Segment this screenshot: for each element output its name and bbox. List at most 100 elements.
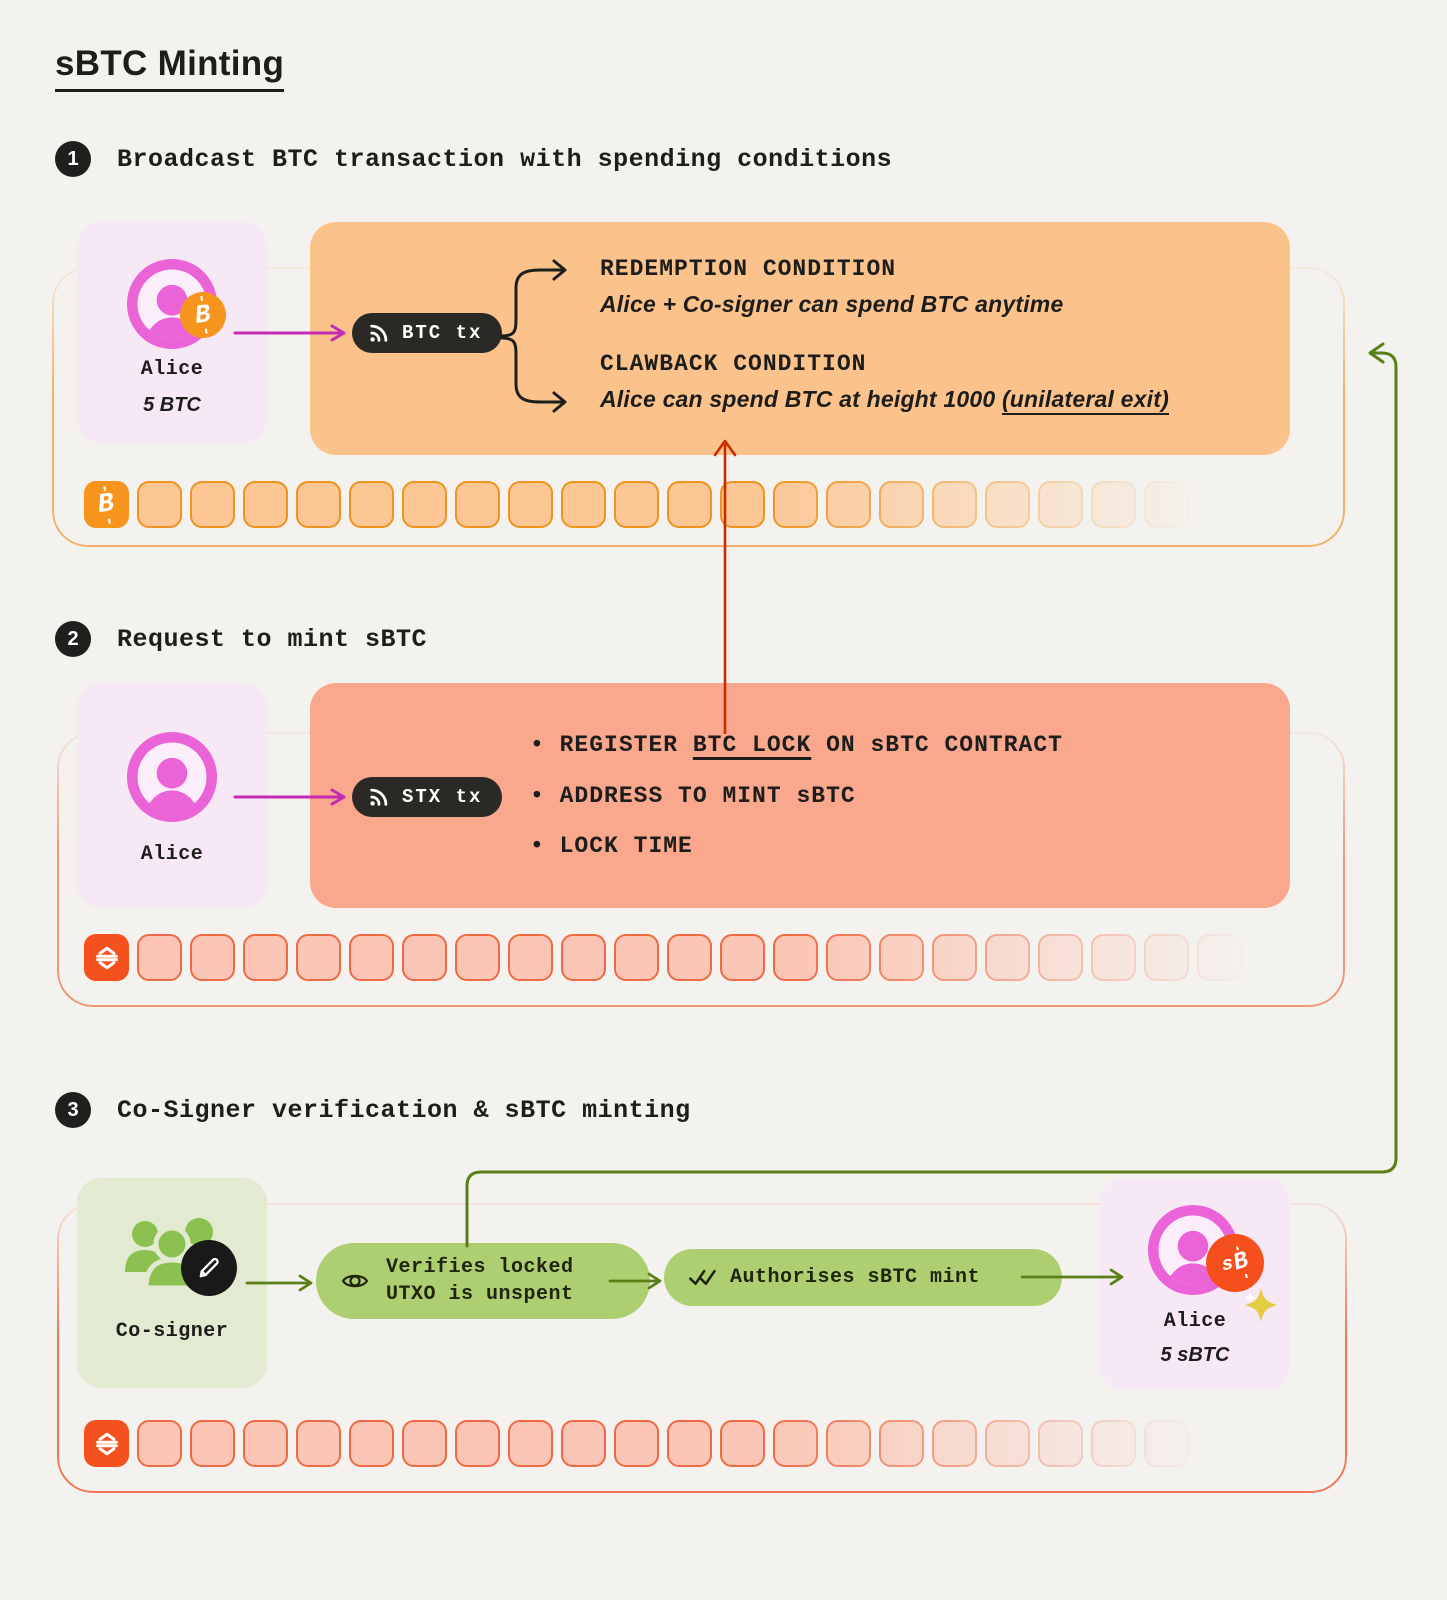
chain-block — [190, 934, 235, 981]
chain-block — [243, 934, 288, 981]
chain-block — [508, 934, 553, 981]
step3-heading: 3 Co-Signer verification & sBTC minting — [55, 1092, 691, 1128]
chain-block — [349, 481, 394, 528]
chain-block — [1197, 1420, 1242, 1467]
chain-block — [1197, 481, 1242, 528]
page-title: sBTC Minting — [55, 44, 285, 92]
verify-pill-label: Verifies locked UTXO is unspent — [386, 1254, 574, 1308]
chain-block — [614, 1420, 659, 1467]
chain-block — [826, 481, 871, 528]
alice-card-step1: B Alice 5 BTC — [77, 222, 267, 443]
chain-block — [508, 1420, 553, 1467]
chain-block — [1197, 934, 1242, 981]
chain-block — [455, 1420, 500, 1467]
chain-block — [879, 481, 924, 528]
clawback-condition-title: CLAWBACK CONDITION — [600, 351, 867, 377]
tx-pill-label: STX tx — [402, 786, 483, 808]
authorise-mint-pill: Authorises sBTC mint — [664, 1249, 1062, 1306]
chain-block — [773, 481, 818, 528]
chain-block — [402, 1420, 447, 1467]
btc-chain-row: B — [84, 481, 1295, 528]
bullet-text: ADDRESS TO MINT sBTC — [559, 783, 856, 809]
bullet-address-to-mint: • ADDRESS TO MINT sBTC — [530, 783, 856, 809]
clawback-desc-emphasis: (unilateral exit) — [1001, 386, 1169, 415]
chain-block — [614, 934, 659, 981]
clawback-condition-desc: Alice can spend BTC at height 1000 (unil… — [600, 386, 1169, 415]
chain-block — [614, 481, 659, 528]
chain-block — [1038, 481, 1083, 528]
chain-block — [1091, 1420, 1136, 1467]
bullet-dot: • — [530, 833, 545, 859]
chain-block — [296, 481, 341, 528]
verify-utxo-pill: Verifies locked UTXO is unspent — [316, 1243, 650, 1319]
bullet-dot: • — [530, 732, 545, 758]
actor-name: Alice — [140, 843, 204, 866]
chain-block — [826, 1420, 871, 1467]
redemption-condition-title: REDEMPTION CONDITION — [600, 256, 897, 282]
chain-block — [932, 1420, 977, 1467]
cosigner-card: Co-signer — [77, 1178, 267, 1388]
bitcoin-chain-icon: B — [84, 481, 129, 528]
chain-block — [402, 934, 447, 981]
stacks-chain-icon — [84, 934, 129, 981]
bullet-text: REGISTER — [559, 732, 693, 758]
actor-name: Co-signer — [115, 1320, 229, 1343]
chain-block — [720, 934, 765, 981]
alice-card-step2: Alice — [77, 683, 267, 908]
recipient-name: Alice — [1163, 1310, 1227, 1333]
chain-block — [985, 481, 1030, 528]
sparkle-icon — [1240, 1284, 1282, 1326]
actor-balance: 5 BTC — [143, 394, 201, 416]
bitcoin-badge-icon: B — [180, 292, 226, 338]
chain-block — [773, 934, 818, 981]
verify-line1: Verifies locked — [386, 1256, 574, 1279]
recipient-balance: 5 sBTC — [1160, 1344, 1230, 1366]
authorise-pill-label: Authorises sBTC mint — [730, 1266, 981, 1289]
chain-block — [243, 1420, 288, 1467]
pencil-badge-icon — [181, 1240, 237, 1296]
eye-icon — [341, 1274, 369, 1288]
tx-pill-label: BTC tx — [402, 322, 483, 344]
chain-block — [667, 934, 712, 981]
chain-block — [455, 481, 500, 528]
chain-block — [879, 934, 924, 981]
step2-heading: 2 Request to mint sBTC — [55, 621, 427, 657]
chain-block — [1144, 934, 1189, 981]
chain-block — [296, 1420, 341, 1467]
double-check-icon — [689, 1269, 716, 1285]
chain-block — [561, 481, 606, 528]
chain-block — [879, 1420, 924, 1467]
btc-lock-underlined: BTC LOCK — [692, 732, 812, 758]
chain-block — [1250, 934, 1295, 981]
chain-block — [985, 1420, 1030, 1467]
chain-block — [932, 934, 977, 981]
bullet-dot: • — [530, 783, 545, 809]
chain-block — [561, 934, 606, 981]
redemption-desc-text: Alice + Co-signer can spend BTC anytime — [600, 291, 1064, 317]
chain-block — [296, 934, 341, 981]
bullet-lock-time: • LOCK TIME — [530, 833, 693, 859]
chain-block — [720, 1420, 765, 1467]
chain-block — [1144, 481, 1189, 528]
bullet-text: ON sBTC CONTRACT — [811, 732, 1063, 758]
stx-tx-pill: STX tx — [352, 777, 503, 817]
chain-block — [932, 481, 977, 528]
chain-block — [667, 1420, 712, 1467]
chain-block — [137, 934, 182, 981]
step1-heading-label: Broadcast BTC transaction with spending … — [117, 144, 893, 174]
chain-block — [190, 1420, 235, 1467]
redemption-condition-desc: Alice + Co-signer can spend BTC anytime — [600, 291, 1063, 318]
step2-heading-label: Request to mint sBTC — [117, 624, 428, 654]
step2-number-badge: 2 — [55, 621, 91, 657]
alice-avatar-icon — [126, 731, 218, 823]
chain-block — [402, 481, 447, 528]
bullet-text: LOCK TIME — [559, 833, 693, 859]
chain-block — [985, 934, 1030, 981]
chain-block — [137, 1420, 182, 1467]
chain-block — [1144, 1420, 1189, 1467]
chain-block — [349, 1420, 394, 1467]
chain-block — [667, 481, 712, 528]
chain-block — [1038, 1420, 1083, 1467]
